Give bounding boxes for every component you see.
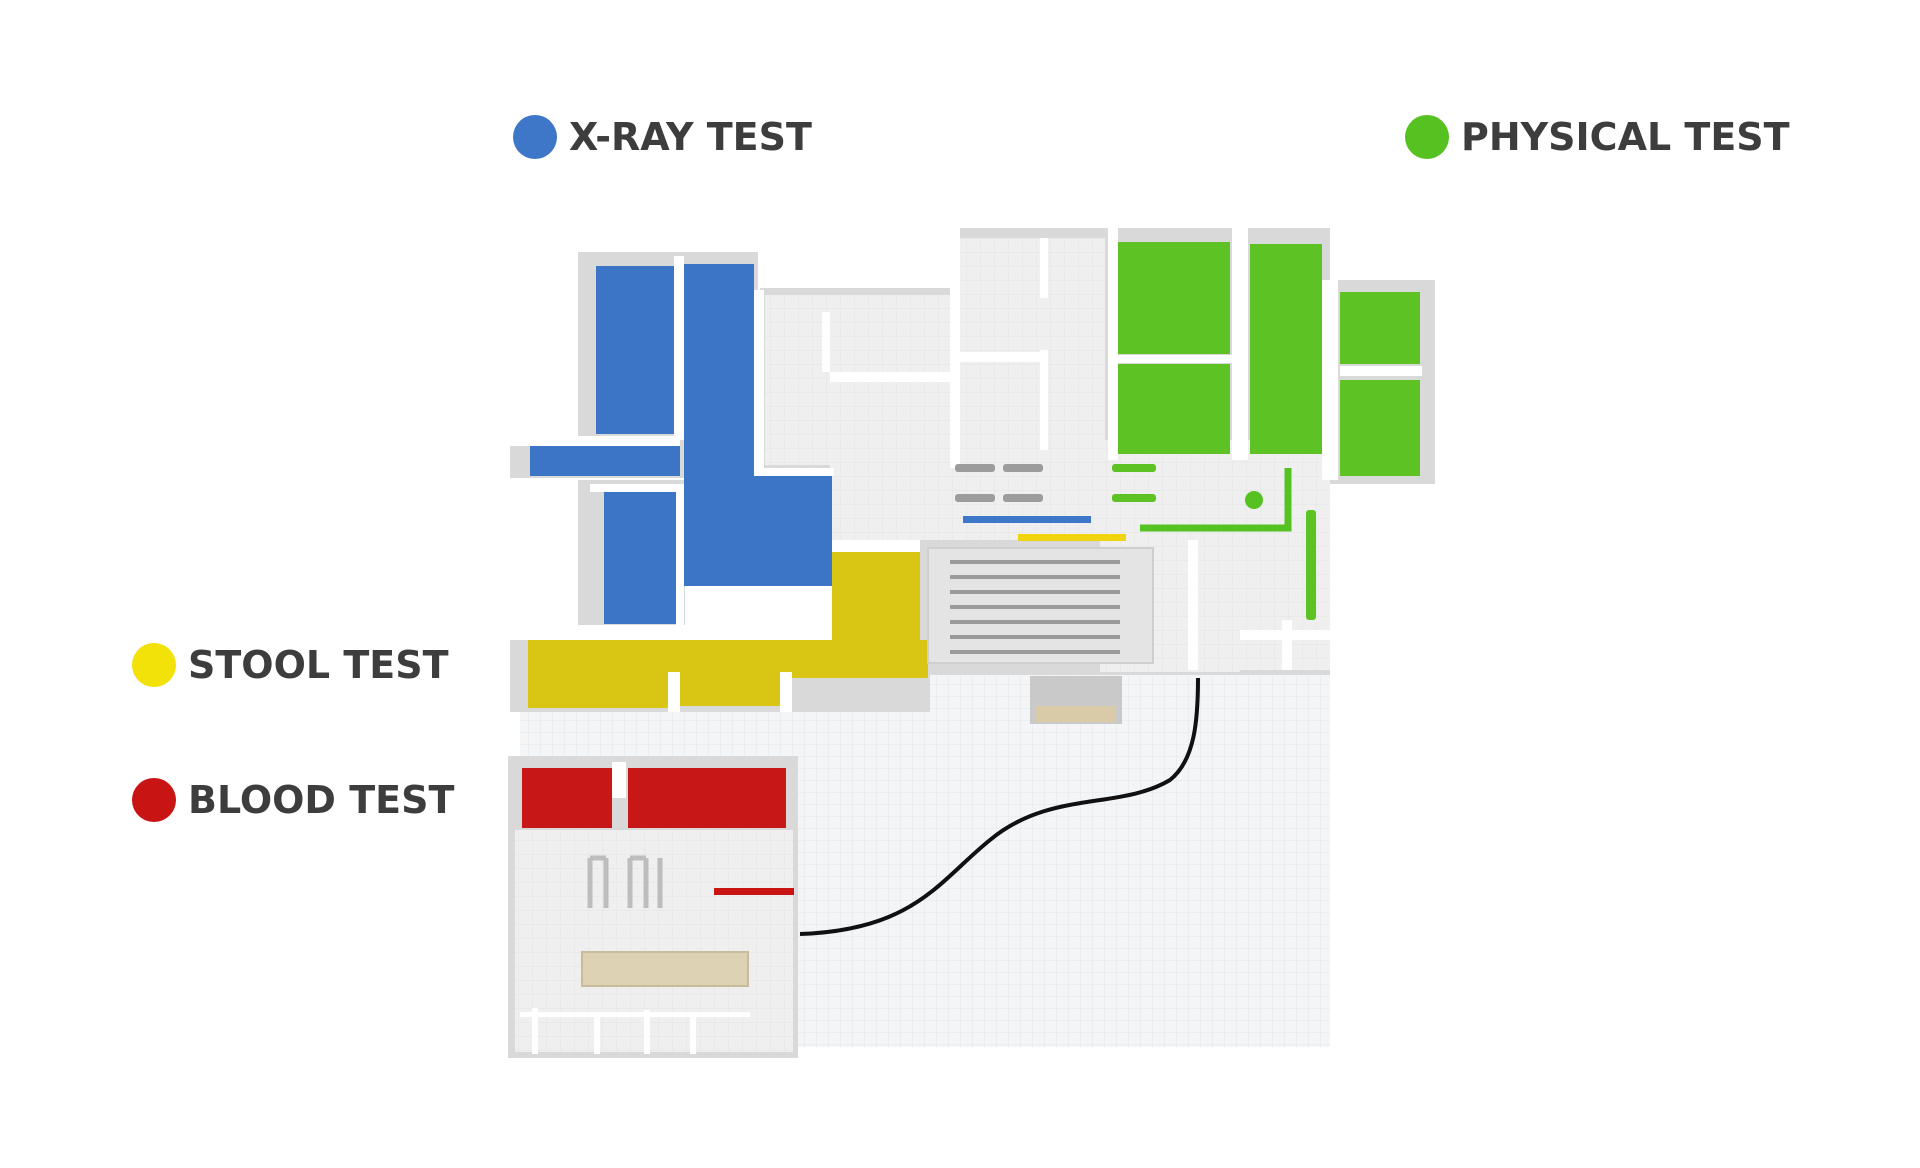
physical-waiting-chairs [1112,464,1316,620]
legend-item-stool: STOOL TEST [132,643,449,687]
xray-room-dividers [510,256,834,630]
lab-counters [587,855,663,908]
restroom-stalls [520,1008,750,1054]
xray-color-dot [513,115,557,159]
legend-label-xray: X-RAY TEST [569,115,812,159]
xray-room-4 [604,492,676,624]
legend-item-physical: PHYSICAL TEST [1405,115,1790,159]
stool-room-4 [680,676,780,706]
physical-desk [1245,491,1263,509]
stool-color-dot [132,643,176,687]
physical-room-5 [1340,380,1420,476]
xray-queue-marker [963,516,1091,523]
stool-rooms [528,552,928,708]
legend-label-physical: PHYSICAL TEST [1461,115,1790,159]
blood-rooms [522,768,786,828]
physical-room-2 [1118,364,1230,454]
legend-label-blood: BLOOD TEST [188,778,455,822]
physical-queue-marker [1140,468,1292,532]
lab-bench [581,951,749,987]
stairs [927,547,1154,664]
waiting-chairs [955,464,1043,502]
blood-room-1 [522,768,612,828]
stool-queue-marker [1018,534,1126,541]
stool-room-dividers [510,632,832,712]
legend-item-xray: X-RAY TEST [513,115,812,159]
physical-room-dividers [1108,228,1422,480]
walking-path [799,677,1200,936]
physical-room-1 [1118,242,1230,354]
legend-label-stool: STOOL TEST [188,643,449,687]
xray-room-1 [596,266,674,434]
blood-queue-marker [714,888,794,895]
legend-item-blood: BLOOD TEST [132,778,454,822]
partition-walls [822,228,1330,670]
physical-room-3 [1250,244,1322,454]
blood-color-dot [132,778,176,822]
blood-room-2 [628,768,786,828]
xray-room-3 [530,446,680,476]
physical-color-dot [1405,115,1449,159]
physical-room-4 [1340,292,1420,364]
entrance-bench [1036,706,1116,722]
xray-rooms [530,264,832,624]
stool-room-2 [528,640,928,678]
xray-room-5 [690,476,832,586]
blood-room-divider [612,762,626,798]
stool-room-3 [528,676,668,708]
physical-rooms [1118,242,1420,476]
